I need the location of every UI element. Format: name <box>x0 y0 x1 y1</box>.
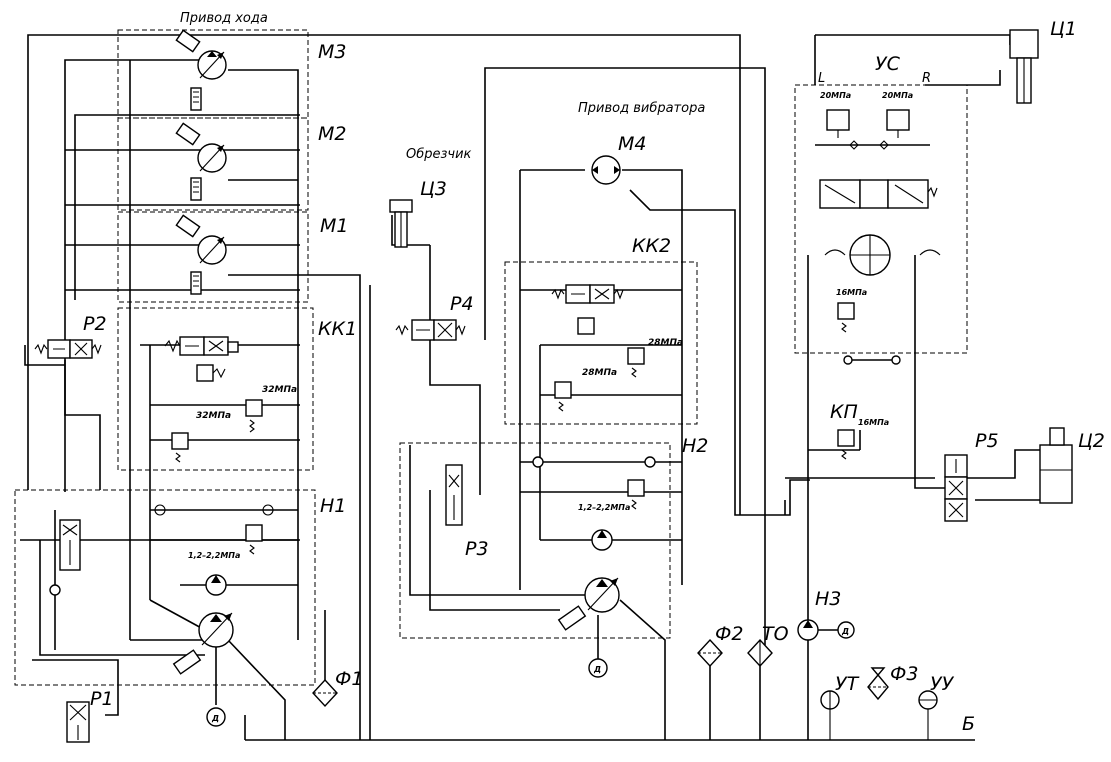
heat-exchanger-to <box>747 638 773 668</box>
label-b: Б <box>962 713 975 735</box>
valve-p1 <box>66 701 90 743</box>
m3-block <box>117 29 309 119</box>
filter-f2 <box>697 638 723 668</box>
steering-us <box>815 109 941 365</box>
pump-h3 <box>797 619 855 641</box>
valve-p2 <box>34 339 102 359</box>
label-f1: Ф1 <box>335 668 363 690</box>
kk2-valves <box>551 284 645 412</box>
label-kp-pressure: 16МПа <box>858 418 889 427</box>
label-20mpa-a: 20МПа <box>820 91 851 100</box>
cylinder-c2 <box>1039 427 1073 504</box>
kk2-block <box>504 261 698 425</box>
gauge-uu <box>918 690 938 740</box>
us-block <box>794 84 968 354</box>
label-f2: Ф2 <box>715 623 743 645</box>
label-h1: Н1 <box>320 495 346 517</box>
label-c2: Ц2 <box>1078 430 1105 452</box>
label-32mpa-b: 32МПа <box>196 411 231 421</box>
label-28mpa-a: 28МПа <box>648 338 683 348</box>
label-r: R <box>922 71 931 86</box>
h1-block <box>14 489 316 686</box>
label-m4: М4 <box>618 133 646 155</box>
label-l: L <box>818 71 825 86</box>
left-pipelines <box>20 34 975 741</box>
h2-block <box>399 442 671 639</box>
label-d-h2: Д <box>593 665 601 674</box>
m1-block <box>117 211 309 303</box>
filter-f1 <box>312 678 338 708</box>
label-1-2-2-2mpa-a: 1,2–2,2МПа <box>188 551 240 560</box>
pump-h2 <box>445 456 656 678</box>
motor-m1 <box>175 214 227 295</box>
label-m3: М3 <box>318 41 346 63</box>
label-p4: Р4 <box>450 293 474 315</box>
label-privod-vibratora: Привод вибратора <box>578 101 705 116</box>
filter-f3 <box>867 667 889 701</box>
right-pipelines <box>369 34 1040 740</box>
label-privod-hoda: Привод хода <box>180 11 268 26</box>
label-20mpa-b: 20МПа <box>882 91 913 100</box>
label-us: УС <box>875 53 901 75</box>
m2-block <box>117 117 309 211</box>
label-uu: УУ <box>930 673 955 695</box>
label-1-2-2-2mpa-b: 1,2–2,2МПа <box>578 503 630 512</box>
cylinder-c3 <box>389 199 413 248</box>
motor-m4 <box>591 155 621 185</box>
label-32mpa-a: 32МПа <box>262 385 297 395</box>
label-28mpa-b: 28МПа <box>582 368 617 378</box>
label-ut: УТ <box>835 673 860 695</box>
label-h3: Н3 <box>815 588 841 610</box>
valve-p4 <box>395 319 466 341</box>
label-m1: М1 <box>320 215 348 237</box>
gauge-ut <box>820 690 840 740</box>
label-p5: Р5 <box>975 430 999 452</box>
label-f3: Ф3 <box>890 663 918 685</box>
label-16mpa: 16МПа <box>836 288 867 297</box>
kk1-block <box>117 307 314 471</box>
label-d-h1: Д <box>211 714 219 723</box>
cylinder-c1 <box>1009 29 1039 104</box>
label-kk1: КК1 <box>318 318 357 340</box>
label-c3: Ц3 <box>420 178 447 200</box>
relief-valve-kp <box>837 429 855 460</box>
motor-m2 <box>175 122 227 201</box>
label-d-h3: Д <box>841 627 849 636</box>
kk1-valves <box>164 336 263 463</box>
label-p2: Р2 <box>83 313 107 335</box>
label-m2: М2 <box>318 123 346 145</box>
valve-p5 <box>944 454 968 522</box>
pump-h1 <box>49 504 274 727</box>
label-kk2: КК2 <box>632 235 671 257</box>
label-h2: Н2 <box>682 435 708 457</box>
label-kp: КП <box>830 401 858 423</box>
motor-m3 <box>175 29 227 111</box>
label-obrezchik: Обрезчик <box>406 147 472 162</box>
label-c1: Ц1 <box>1050 18 1077 40</box>
label-p3: Р3 <box>465 538 489 560</box>
label-p1: Р1 <box>90 688 114 710</box>
label-to: ТО <box>762 623 789 645</box>
